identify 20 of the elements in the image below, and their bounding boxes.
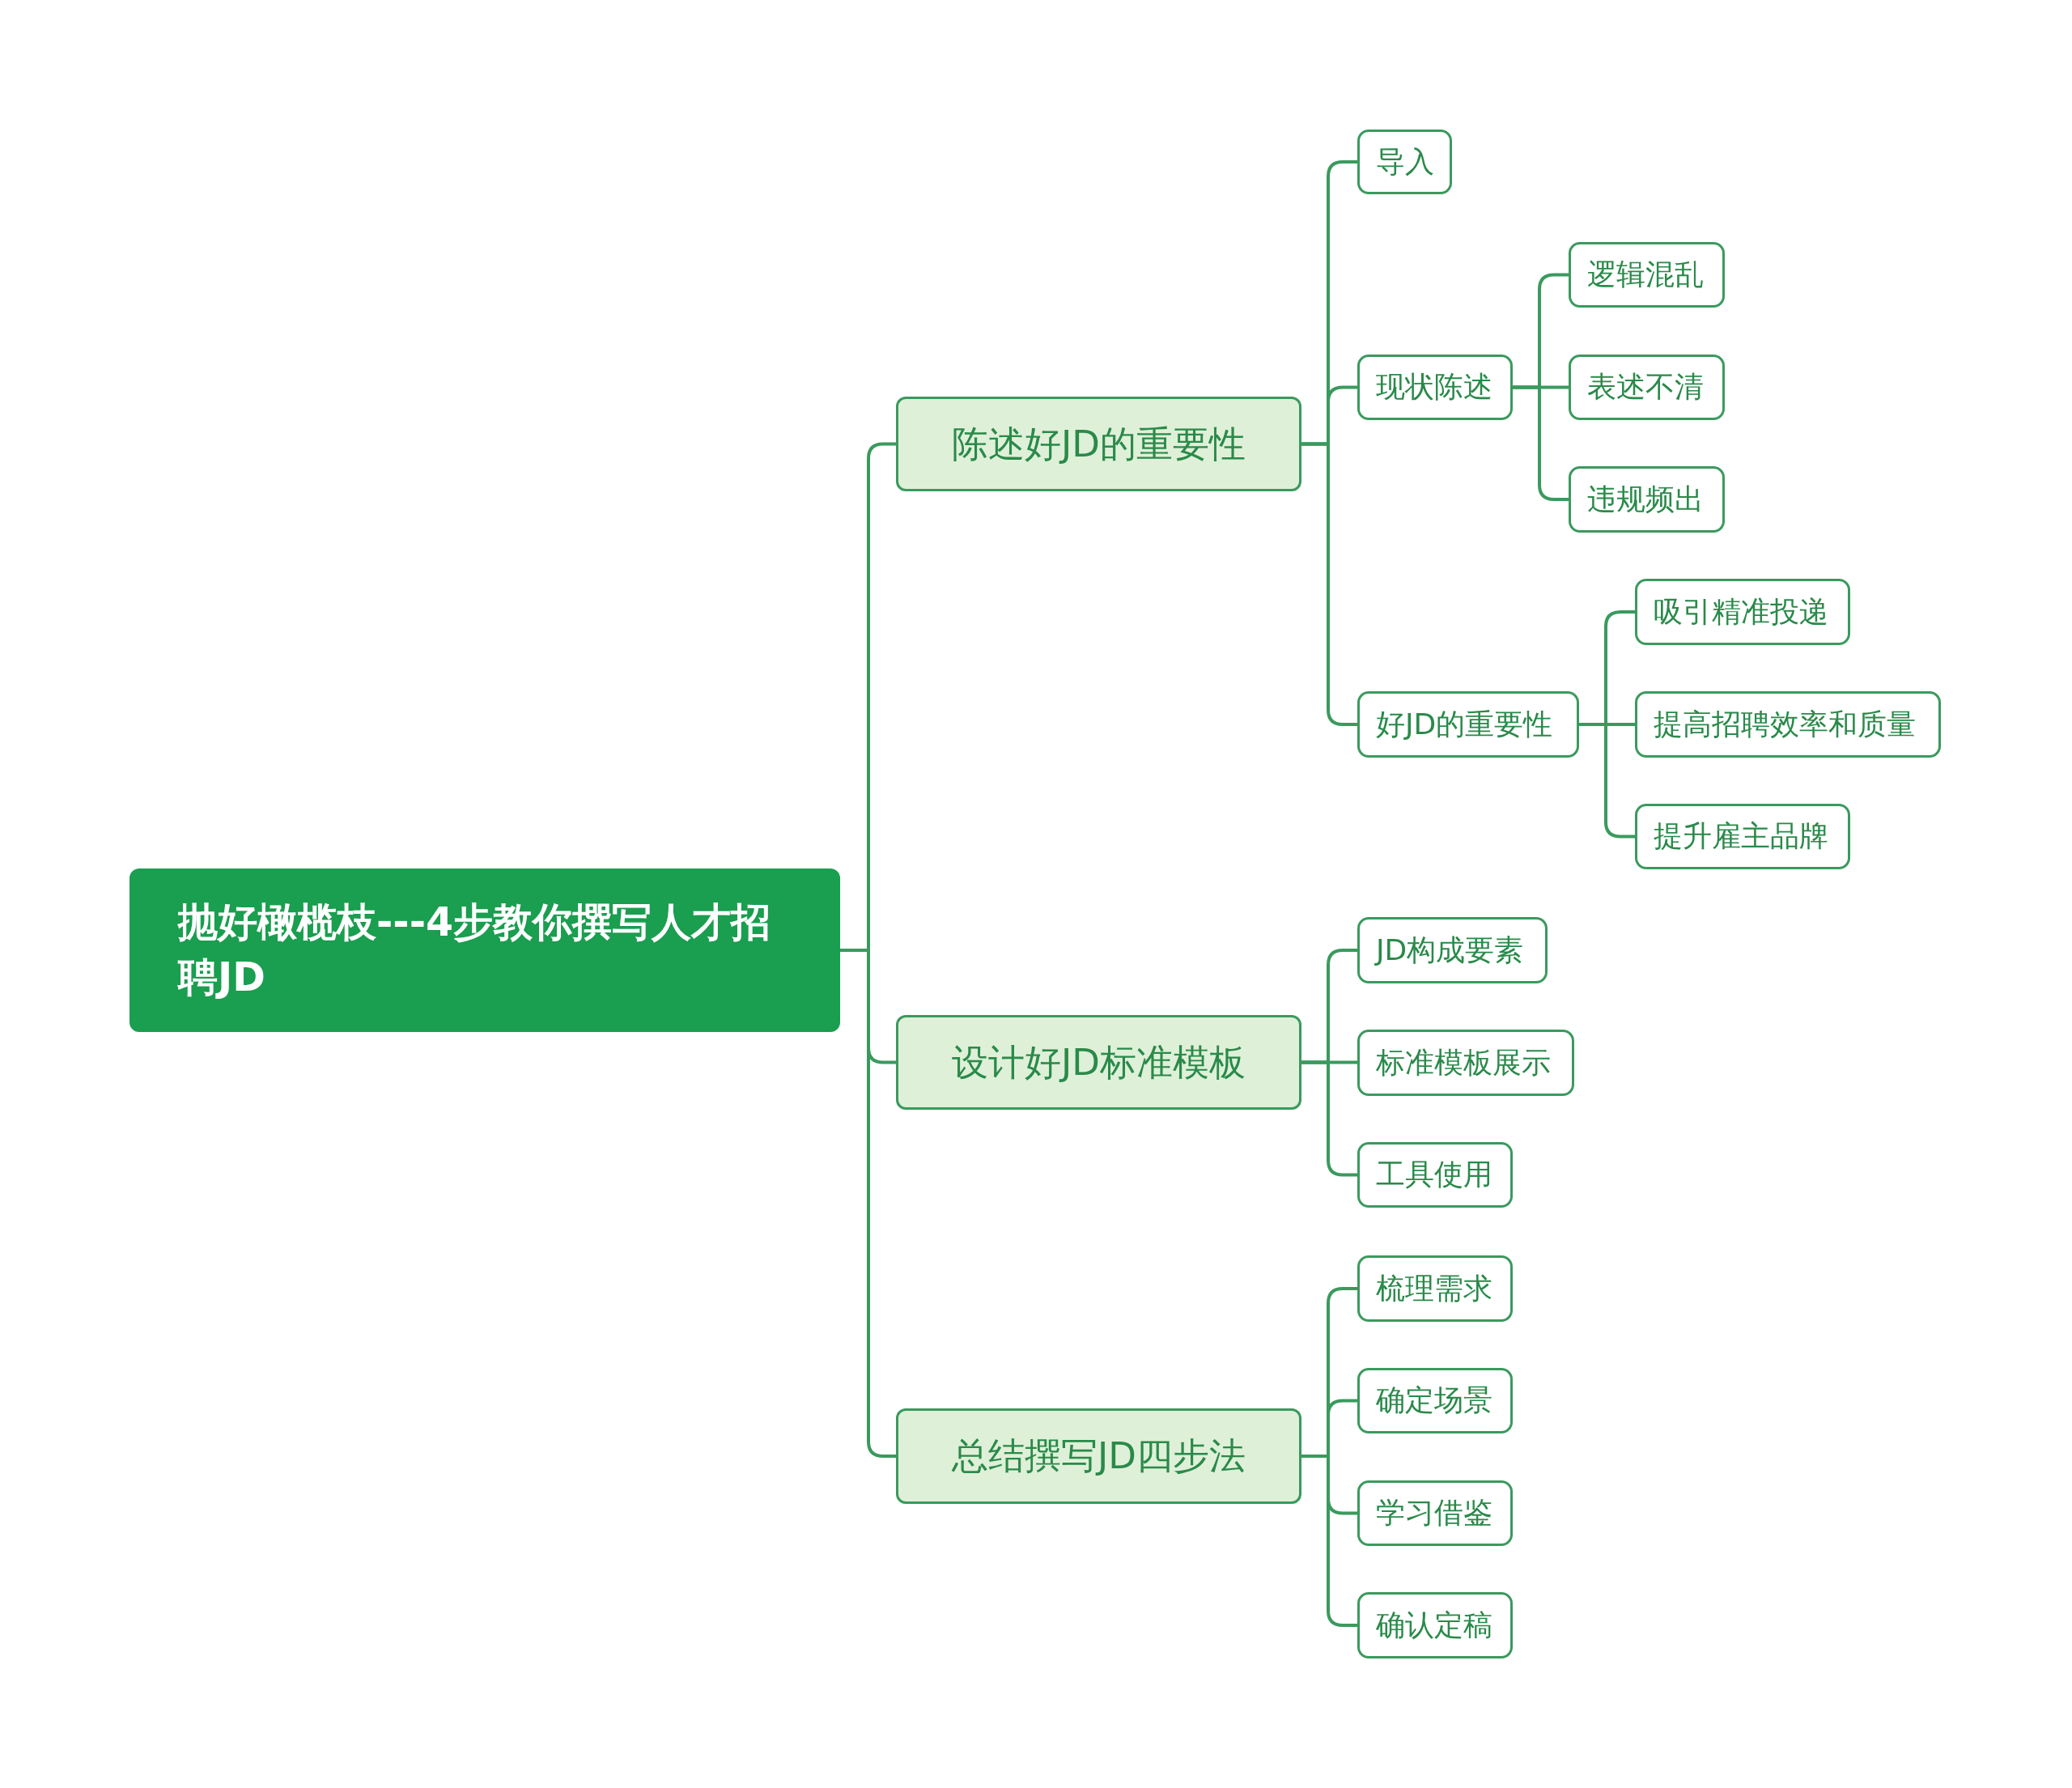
subtopic-box: 标准模板展示 (1357, 1030, 1574, 1096)
topic-box: 设计好JD标准模板 (896, 1015, 1301, 1110)
subtopic-box: JD构成要素 (1357, 917, 1548, 983)
topic-box: 总结撰写JD四步法 (896, 1408, 1301, 1504)
subtopic-box: 学习借鉴 (1357, 1480, 1513, 1546)
root-topic-box: 抛好橄榄枝---4步教你撰写人才招聘JD (130, 869, 840, 1032)
subtopic-box: 提高招聘效率和质量 (1635, 691, 1941, 758)
subtopic-box: 导入 (1357, 130, 1452, 194)
subtopic-box: 表述不清 (1569, 355, 1725, 420)
subtopic-box: 梳理需求 (1357, 1255, 1513, 1322)
subtopic-box: 逻辑混乱 (1569, 242, 1725, 308)
topic-box: 陈述好JD的重要性 (896, 397, 1301, 491)
subtopic-box: 确认定稿 (1357, 1592, 1513, 1658)
subtopic-box: 违规频出 (1569, 466, 1725, 533)
subtopic-box: 工具使用 (1357, 1142, 1513, 1208)
subtopic-box: 好JD的重要性 (1357, 691, 1579, 758)
subtopic-box: 确定场景 (1357, 1368, 1513, 1433)
subtopic-box: 提升雇主品牌 (1635, 804, 1850, 869)
subtopic-box: 现状陈述 (1357, 355, 1513, 420)
subtopic-box: 吸引精准投递 (1635, 579, 1850, 645)
